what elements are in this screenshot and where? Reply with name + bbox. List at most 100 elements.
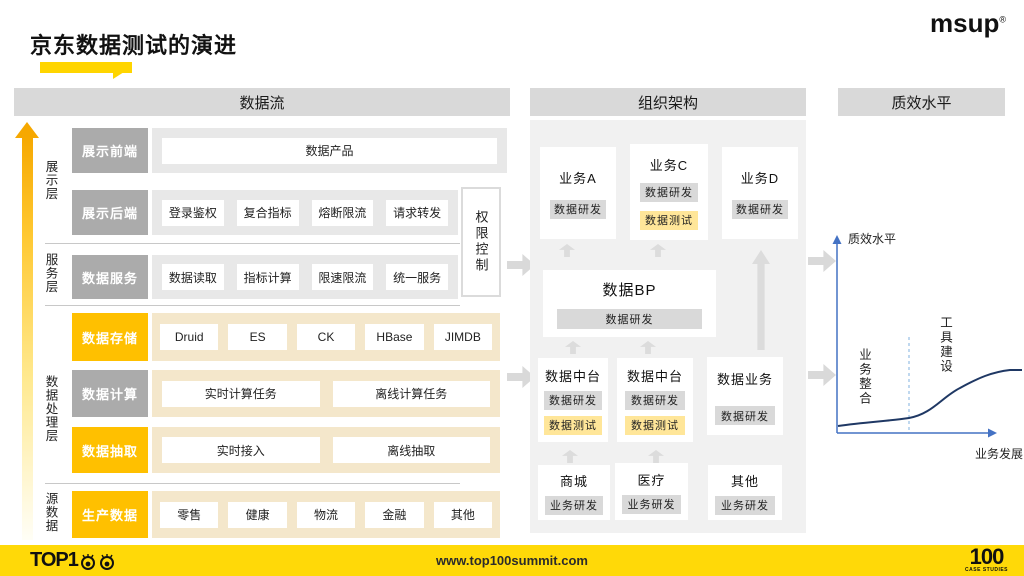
role-chip-biz-rd: 业务研发 [545,495,603,515]
org-box-title: 数据业务 [716,372,773,387]
registered-mark: ® [999,14,1006,25]
layer-divider [45,305,460,306]
dataflow-item: 实时计算任务 [162,380,320,407]
dataflow-item: 金融 [365,501,424,528]
dataflow-item: ES [228,324,287,350]
chart-annotation-integration: 业务整合 [857,348,871,406]
badge-number: 100 [969,544,1005,569]
org-box-data-platform-1: 数据中台 数据研发 数据测试 [538,358,608,442]
chart-annotation-tooling: 工具建设 [938,316,952,374]
dataflow-item: 指标计算 [236,264,299,290]
dataflow-item: 离线抽取 [332,437,490,463]
dataflow-item: Druid [160,324,219,350]
role-chip-biz-rd: 业务研发 [715,495,775,515]
role-chip-biz-rd: 业务研发 [622,494,681,514]
chart-ylabel: 质效水平 [848,232,897,246]
dataflow-item: 熔断限流 [311,199,374,226]
org-box-title: 数据BP [602,281,657,299]
dataflow-item: 数据产品 [162,137,497,164]
dataflow-item: 其他 [433,501,493,528]
dataflow-item: 登录鉴权 [162,199,224,226]
section-header-quality: 质效水平 [838,88,1005,116]
org-box-medical: 医疗 业务研发 [615,463,688,520]
row-label-production-data: 生产数据 [72,491,148,538]
page-title: 京东数据测试的演进 [30,33,238,58]
org-box-business-c: 业务C 数据研发 数据测试 [630,144,708,240]
dataflow-item: 零售 [160,501,219,528]
section-header-dataflow: 数据流 [14,88,510,116]
org-box-title: 业务C [649,157,689,173]
org-box-title: 数据中台 [626,368,683,384]
case-studies-badge: 100 CASE STUDIES [965,544,1008,573]
role-chip-data-test: 数据测试 [640,210,698,230]
org-box-data-business: 数据业务 数据研发 [707,357,783,435]
org-box-data-platform-2: 数据中台 数据研发 数据测试 [617,358,693,442]
footer-url: www.top100summit.com [436,553,588,568]
layer-label-source: 源数据 [43,492,58,533]
org-box-business-a: 业务A 数据研发 [540,147,616,239]
upward-gradient-arrow-head [15,122,39,138]
row-display-backend: 登录鉴权 复合指标 熔断限流 请求转发 [152,190,458,235]
section-header-org: 组织架构 [530,88,806,116]
row-label-data-service: 数据服务 [72,255,148,299]
layer-divider [45,243,460,244]
dataflow-item: 实时接入 [162,437,320,463]
y-axis-arrow-icon [832,235,842,244]
role-chip-data-rd: 数据研发 [544,390,602,410]
dataflow-item: HBase [365,324,424,350]
row-display-frontend: 数据产品 [152,128,507,173]
dataflow-item: 离线计算任务 [332,380,490,407]
dataflow-item: CK [296,324,356,350]
role-chip-data-rd: 数据研发 [557,308,702,329]
dataflow-item: 物流 [296,501,356,528]
top100-logo-text: TOP1 [30,549,79,571]
x-axis-arrow-icon [988,428,997,438]
permission-control-box: 权限控制 [461,187,501,297]
row-label-data-compute: 数据计算 [72,370,148,417]
s-curve [837,369,1022,427]
role-chip-data-rd: 数据研发 [550,199,606,219]
dataflow-item: JIMDB [433,324,493,350]
org-box-title: 数据中台 [544,368,601,384]
layer-divider [45,483,460,484]
role-chip-data-test: 数据测试 [625,415,685,435]
top100-eyes-icon [80,553,114,570]
footer-bar [0,545,1024,576]
dataflow-item: 健康 [228,501,287,528]
badge-caption: CASE STUDIES [965,566,1008,573]
org-box-title: 医疗 [637,472,666,488]
row-label-data-storage: 数据存储 [72,313,148,361]
org-box-data-bp: 数据BP 数据研发 [543,270,716,337]
org-box-mall: 商城 业务研发 [538,465,610,520]
role-chip-data-rd: 数据研发 [715,406,775,425]
row-data-service: 数据读取 指标计算 限速限流 统一服务 [152,255,458,299]
dataflow-item: 请求转发 [386,199,448,226]
row-data-extract: 实时接入 离线抽取 [152,427,500,473]
org-box-business-d: 业务D 数据研发 [722,147,798,239]
dataflow-item: 限速限流 [311,264,374,290]
row-label-display-frontend: 展示前端 [72,128,148,173]
dataflow-item: 统一服务 [386,264,448,290]
role-chip-data-rd: 数据研发 [625,390,685,410]
role-chip-data-rd: 数据研发 [640,182,698,202]
org-box-other: 其他 业务研发 [708,465,782,520]
quality-efficiency-chart [832,235,1022,438]
org-box-title: 商城 [559,473,588,489]
msup-logo: msup® [930,8,1006,39]
dataflow-item: 数据读取 [162,264,224,290]
layer-label-display: 展示层 [43,160,58,201]
row-label-display-backend: 展示后端 [72,190,148,235]
layer-label-service: 服务层 [43,253,58,294]
chart-xlabel: 业务发展 [975,447,1024,461]
dataflow-item: 复合指标 [236,199,299,226]
org-box-title: 业务D [740,170,780,186]
row-data-storage: Druid ES CK HBase JIMDB [152,313,500,361]
upward-gradient-arrow-shaft [22,136,33,540]
org-box-title: 其他 [730,473,759,489]
role-chip-data-rd: 数据研发 [732,199,788,219]
msup-logo-text: msup [930,8,1000,38]
title-highlight-bar [40,62,132,79]
row-production-data: 零售 健康 物流 金融 其他 [152,491,500,538]
org-box-title: 业务A [559,170,597,186]
